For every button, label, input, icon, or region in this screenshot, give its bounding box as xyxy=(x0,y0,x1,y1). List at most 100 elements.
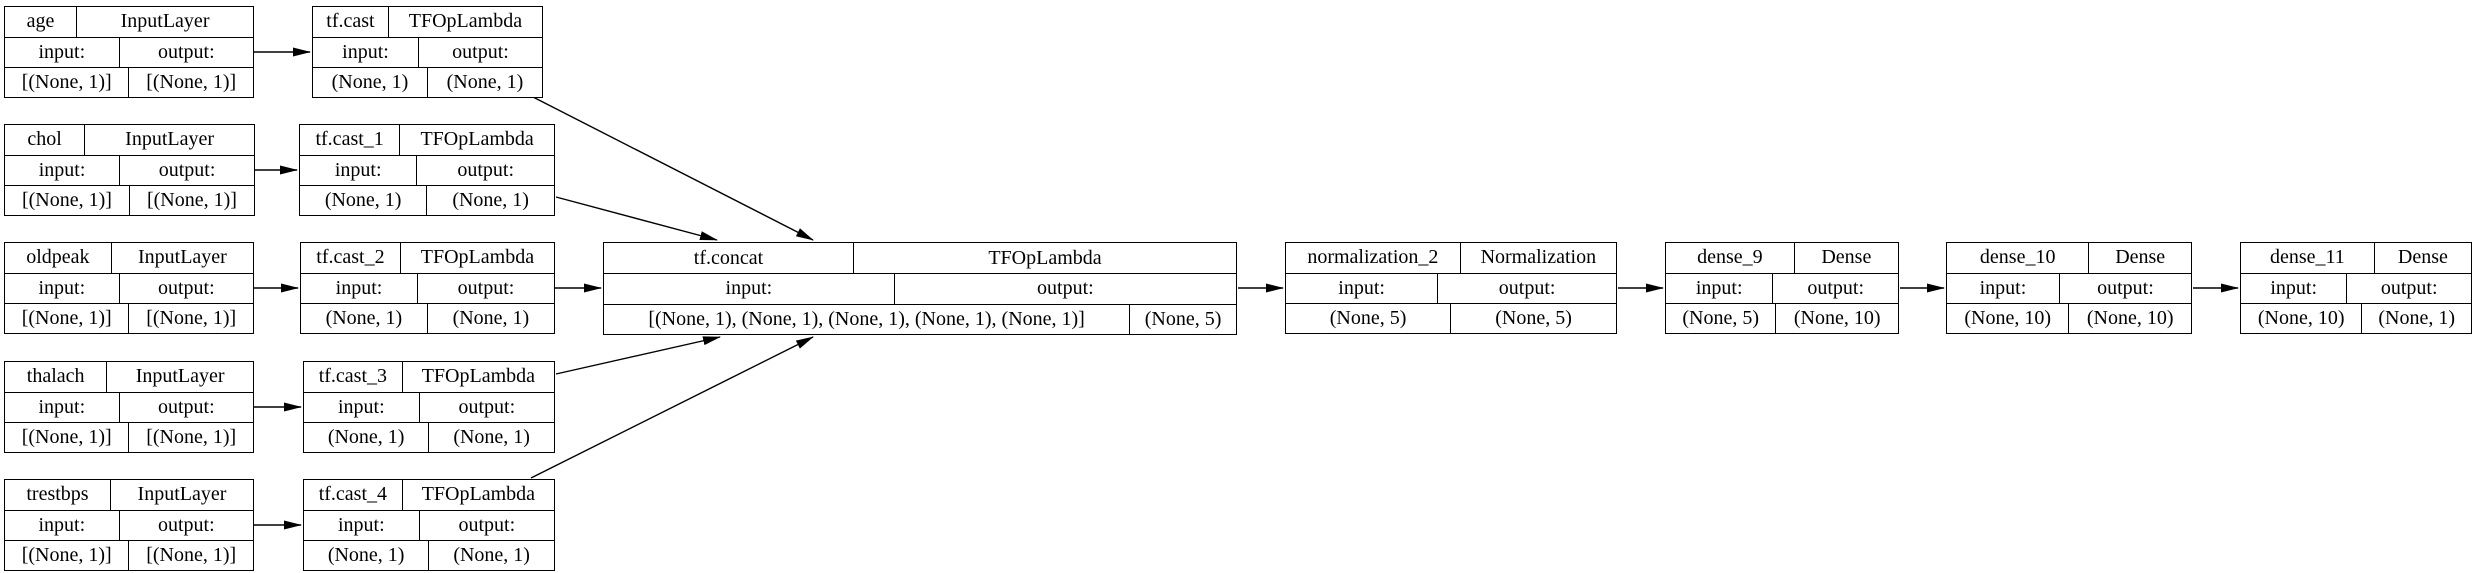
layer-class-label: TFOpLambda xyxy=(401,362,554,392)
output-label: output: xyxy=(118,37,253,67)
input-shape: [(None, 1)] xyxy=(21,425,112,448)
output-shape: (None, 1) xyxy=(426,185,554,215)
layer-class-label: TFOpLambda xyxy=(399,125,554,155)
layer-name: tf.concat xyxy=(693,246,764,269)
layer-name: tf.cast_1 xyxy=(315,128,384,151)
input-label: input: xyxy=(337,513,385,536)
output-shape: (None, 1) xyxy=(426,303,554,333)
output-shape: (None, 1) xyxy=(2361,303,2471,333)
output-shape: [(None, 1)] xyxy=(128,185,254,215)
output-label: output: xyxy=(118,392,253,422)
edge-tf-cast-3-to-tf-concat xyxy=(555,336,721,375)
layer-class-label: InputLayer xyxy=(110,243,253,273)
input-shape: (None, 5) xyxy=(1682,306,1759,329)
layer-class-label: TFOpLambda xyxy=(399,243,554,273)
node-dense-9: dense_9 Dense input: output: (None, 5) (… xyxy=(1665,242,1899,334)
node-tf-cast-2: tf.cast_2 TFOpLambda input: output: (Non… xyxy=(300,242,555,334)
output-shape: [(None, 1)] xyxy=(128,303,253,333)
output-shape: (None, 1) xyxy=(426,67,542,97)
output-label: output: xyxy=(118,273,253,303)
output-shape: (None, 10) xyxy=(1775,303,1898,333)
output-shape: (None, 1) xyxy=(428,540,554,570)
input-label: input: xyxy=(1695,276,1743,299)
layer-class-label: TFOpLambda xyxy=(401,480,554,510)
output-label: output: xyxy=(417,37,542,67)
input-label: input: xyxy=(38,158,86,181)
layer-name: dense_11 xyxy=(2270,246,2345,269)
output-shape: (None, 10) xyxy=(2068,303,2191,333)
input-label: input: xyxy=(38,40,86,63)
output-shape: [(None, 1)] xyxy=(128,422,253,452)
output-shape: (None, 5) xyxy=(1450,303,1616,333)
output-label: output: xyxy=(418,392,554,422)
output-shape: [(None, 1)] xyxy=(128,540,253,570)
node-tf-cast-1: tf.cast_1 TFOpLambda input: output: (Non… xyxy=(299,124,555,216)
node-dense-10: dense_10 Dense input: output: (None, 10)… xyxy=(1946,242,2192,334)
output-label: output: xyxy=(118,510,253,540)
output-shape: [(None, 1)] xyxy=(128,67,253,97)
output-label: output: xyxy=(416,155,554,185)
input-label: input: xyxy=(335,276,383,299)
output-label: output: xyxy=(416,273,554,303)
layer-name: trestbps xyxy=(26,483,89,506)
output-shape: (None, 1) xyxy=(428,422,554,452)
layer-name: age xyxy=(26,10,55,33)
input-shape: (None, 1) xyxy=(324,188,402,211)
node-age: age InputLayer input: output: [(None, 1)… xyxy=(4,6,254,98)
input-shape: [(None, 1)] xyxy=(21,188,112,211)
input-shape: (None, 1) xyxy=(327,543,405,566)
layer-name: tf.cast_2 xyxy=(316,246,385,269)
layer-name: normalization_2 xyxy=(1307,246,1439,269)
node-trestbps: trestbps InputLayer input: output: [(Non… xyxy=(4,479,254,571)
node-thalach: thalach InputLayer input: output: [(None… xyxy=(4,361,254,453)
layer-name: tf.cast xyxy=(326,10,375,33)
input-label: input: xyxy=(38,276,86,299)
edge-tf-cast-4-to-tf-concat xyxy=(530,336,814,479)
edge-tf-cast-1-to-tf-concat xyxy=(555,196,718,241)
input-shape: (None, 1) xyxy=(331,70,409,93)
layer-class-label: InputLayer xyxy=(76,7,253,37)
input-shape: (None, 1) xyxy=(327,425,405,448)
layer-class-label: TFOpLambda xyxy=(387,7,542,37)
node-dense-11: dense_11 Dense input: output: (None, 10)… xyxy=(2240,242,2472,334)
input-label: input: xyxy=(725,277,773,300)
input-shape: [(None, 1)] xyxy=(21,543,112,566)
layer-class-label: Normalization xyxy=(1459,243,1616,273)
layer-name: dense_10 xyxy=(1979,246,2056,269)
node-tf-cast-4: tf.cast_4 TFOpLambda input: output: (Non… xyxy=(303,479,555,571)
layer-class-label: InputLayer xyxy=(109,480,253,510)
output-label: output: xyxy=(1772,273,1898,303)
layer-name: thalach xyxy=(26,365,85,388)
input-shape: (None, 5) xyxy=(1329,306,1407,329)
output-label: output: xyxy=(2346,273,2471,303)
input-shape: (None, 10) xyxy=(2257,306,2345,329)
edge-tf-cast-to-tf-concat xyxy=(532,96,814,241)
output-shape: (None, 5) xyxy=(1129,304,1236,334)
input-shape: (None, 1) xyxy=(325,306,403,329)
layer-class-label: InputLayer xyxy=(84,125,254,155)
input-label: input: xyxy=(337,395,385,418)
layer-class-label: Dense xyxy=(2088,243,2191,273)
node-oldpeak: oldpeak InputLayer input: output: [(None… xyxy=(4,242,254,334)
input-label: input: xyxy=(1338,276,1385,299)
layer-name: chol xyxy=(27,128,62,151)
node-chol: chol InputLayer input: output: [(None, 1… xyxy=(4,124,255,216)
input-label: input: xyxy=(342,40,389,63)
layer-class-label: TFOpLambda xyxy=(852,243,1236,274)
input-label: input: xyxy=(334,158,382,181)
output-label: output: xyxy=(893,274,1236,304)
node-normalization-2: normalization_2 Normalization input: out… xyxy=(1285,242,1617,334)
layer-name: oldpeak xyxy=(26,246,90,269)
node-tf-cast-3: tf.cast_3 TFOpLambda input: output: (Non… xyxy=(303,361,555,453)
layer-class-label: Dense xyxy=(2373,243,2471,273)
input-shape: (None, 10) xyxy=(1964,306,2052,329)
layer-class-label: InputLayer xyxy=(106,362,253,392)
node-tf-cast: tf.cast TFOpLambda input: output: (None,… xyxy=(312,6,543,98)
layer-name: dense_9 xyxy=(1697,246,1763,269)
layer-name: tf.cast_4 xyxy=(318,483,387,506)
input-label: input: xyxy=(38,513,86,536)
input-label: input: xyxy=(1979,276,2027,299)
layer-name: tf.cast_3 xyxy=(318,365,387,388)
